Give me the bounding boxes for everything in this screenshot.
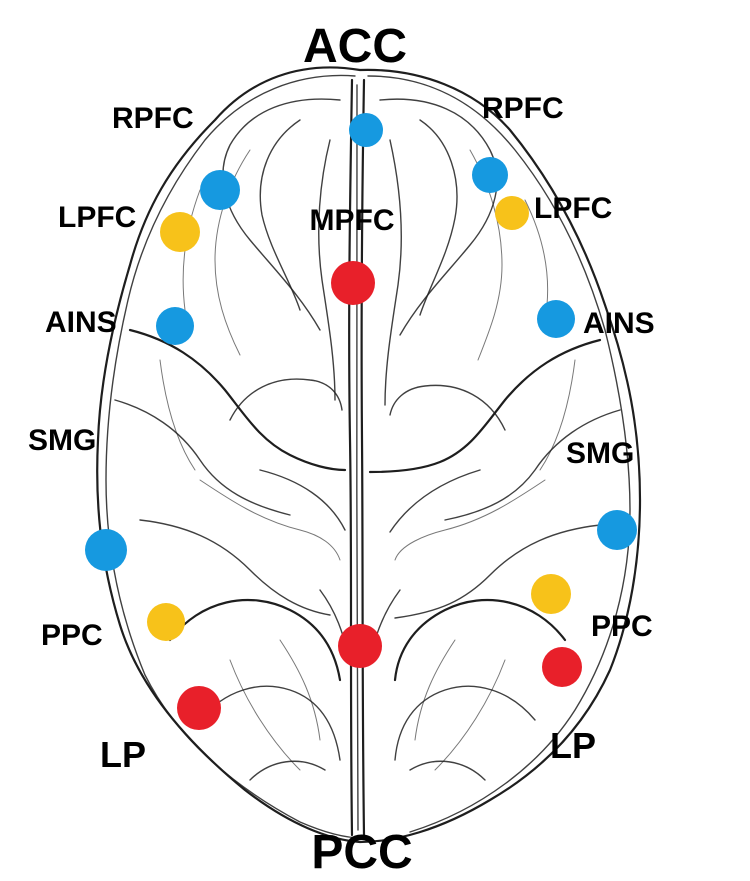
label-ppc-left: PPC — [41, 619, 103, 652]
label-pcc: PCC — [311, 826, 412, 879]
node-lpfc-left — [160, 212, 200, 252]
node-acc — [349, 113, 383, 147]
node-ains-right — [537, 300, 575, 338]
node-lpfc-right — [495, 196, 529, 230]
node-rpfc-right — [472, 157, 508, 193]
node-lp-left — [177, 686, 221, 730]
label-acc: ACC — [303, 20, 407, 73]
label-lp-left: LP — [100, 734, 146, 775]
node-pcc — [338, 624, 382, 668]
labels: ACC PCC MPFC RPFC RPFC LPFC LPFC AINS AI… — [28, 20, 655, 879]
label-mpfc: MPFC — [310, 204, 395, 237]
node-ains-left — [156, 307, 194, 345]
label-lpfc-left: LPFC — [58, 201, 136, 234]
node-rpfc-left — [200, 170, 240, 210]
label-ppc-right: PPC — [591, 610, 653, 643]
label-rpfc-right: RPFC — [482, 92, 564, 125]
node-smg-left — [85, 529, 127, 571]
label-ains-right: AINS — [583, 307, 655, 340]
brain-outline-sketch — [96, 66, 642, 844]
node-mpfc — [331, 261, 375, 305]
nodes — [85, 113, 637, 730]
node-smg-right — [597, 510, 637, 550]
node-ppc-left — [147, 603, 185, 641]
label-smg-right: SMG — [566, 437, 634, 470]
node-ppc-right — [531, 574, 571, 614]
label-lp-right: LP — [550, 725, 596, 766]
label-rpfc-left: RPFC — [112, 102, 194, 135]
label-lpfc-right: LPFC — [534, 192, 612, 225]
node-lp-right — [542, 647, 582, 687]
label-ains-left: AINS — [45, 306, 117, 339]
label-smg-left: SMG — [28, 424, 96, 457]
